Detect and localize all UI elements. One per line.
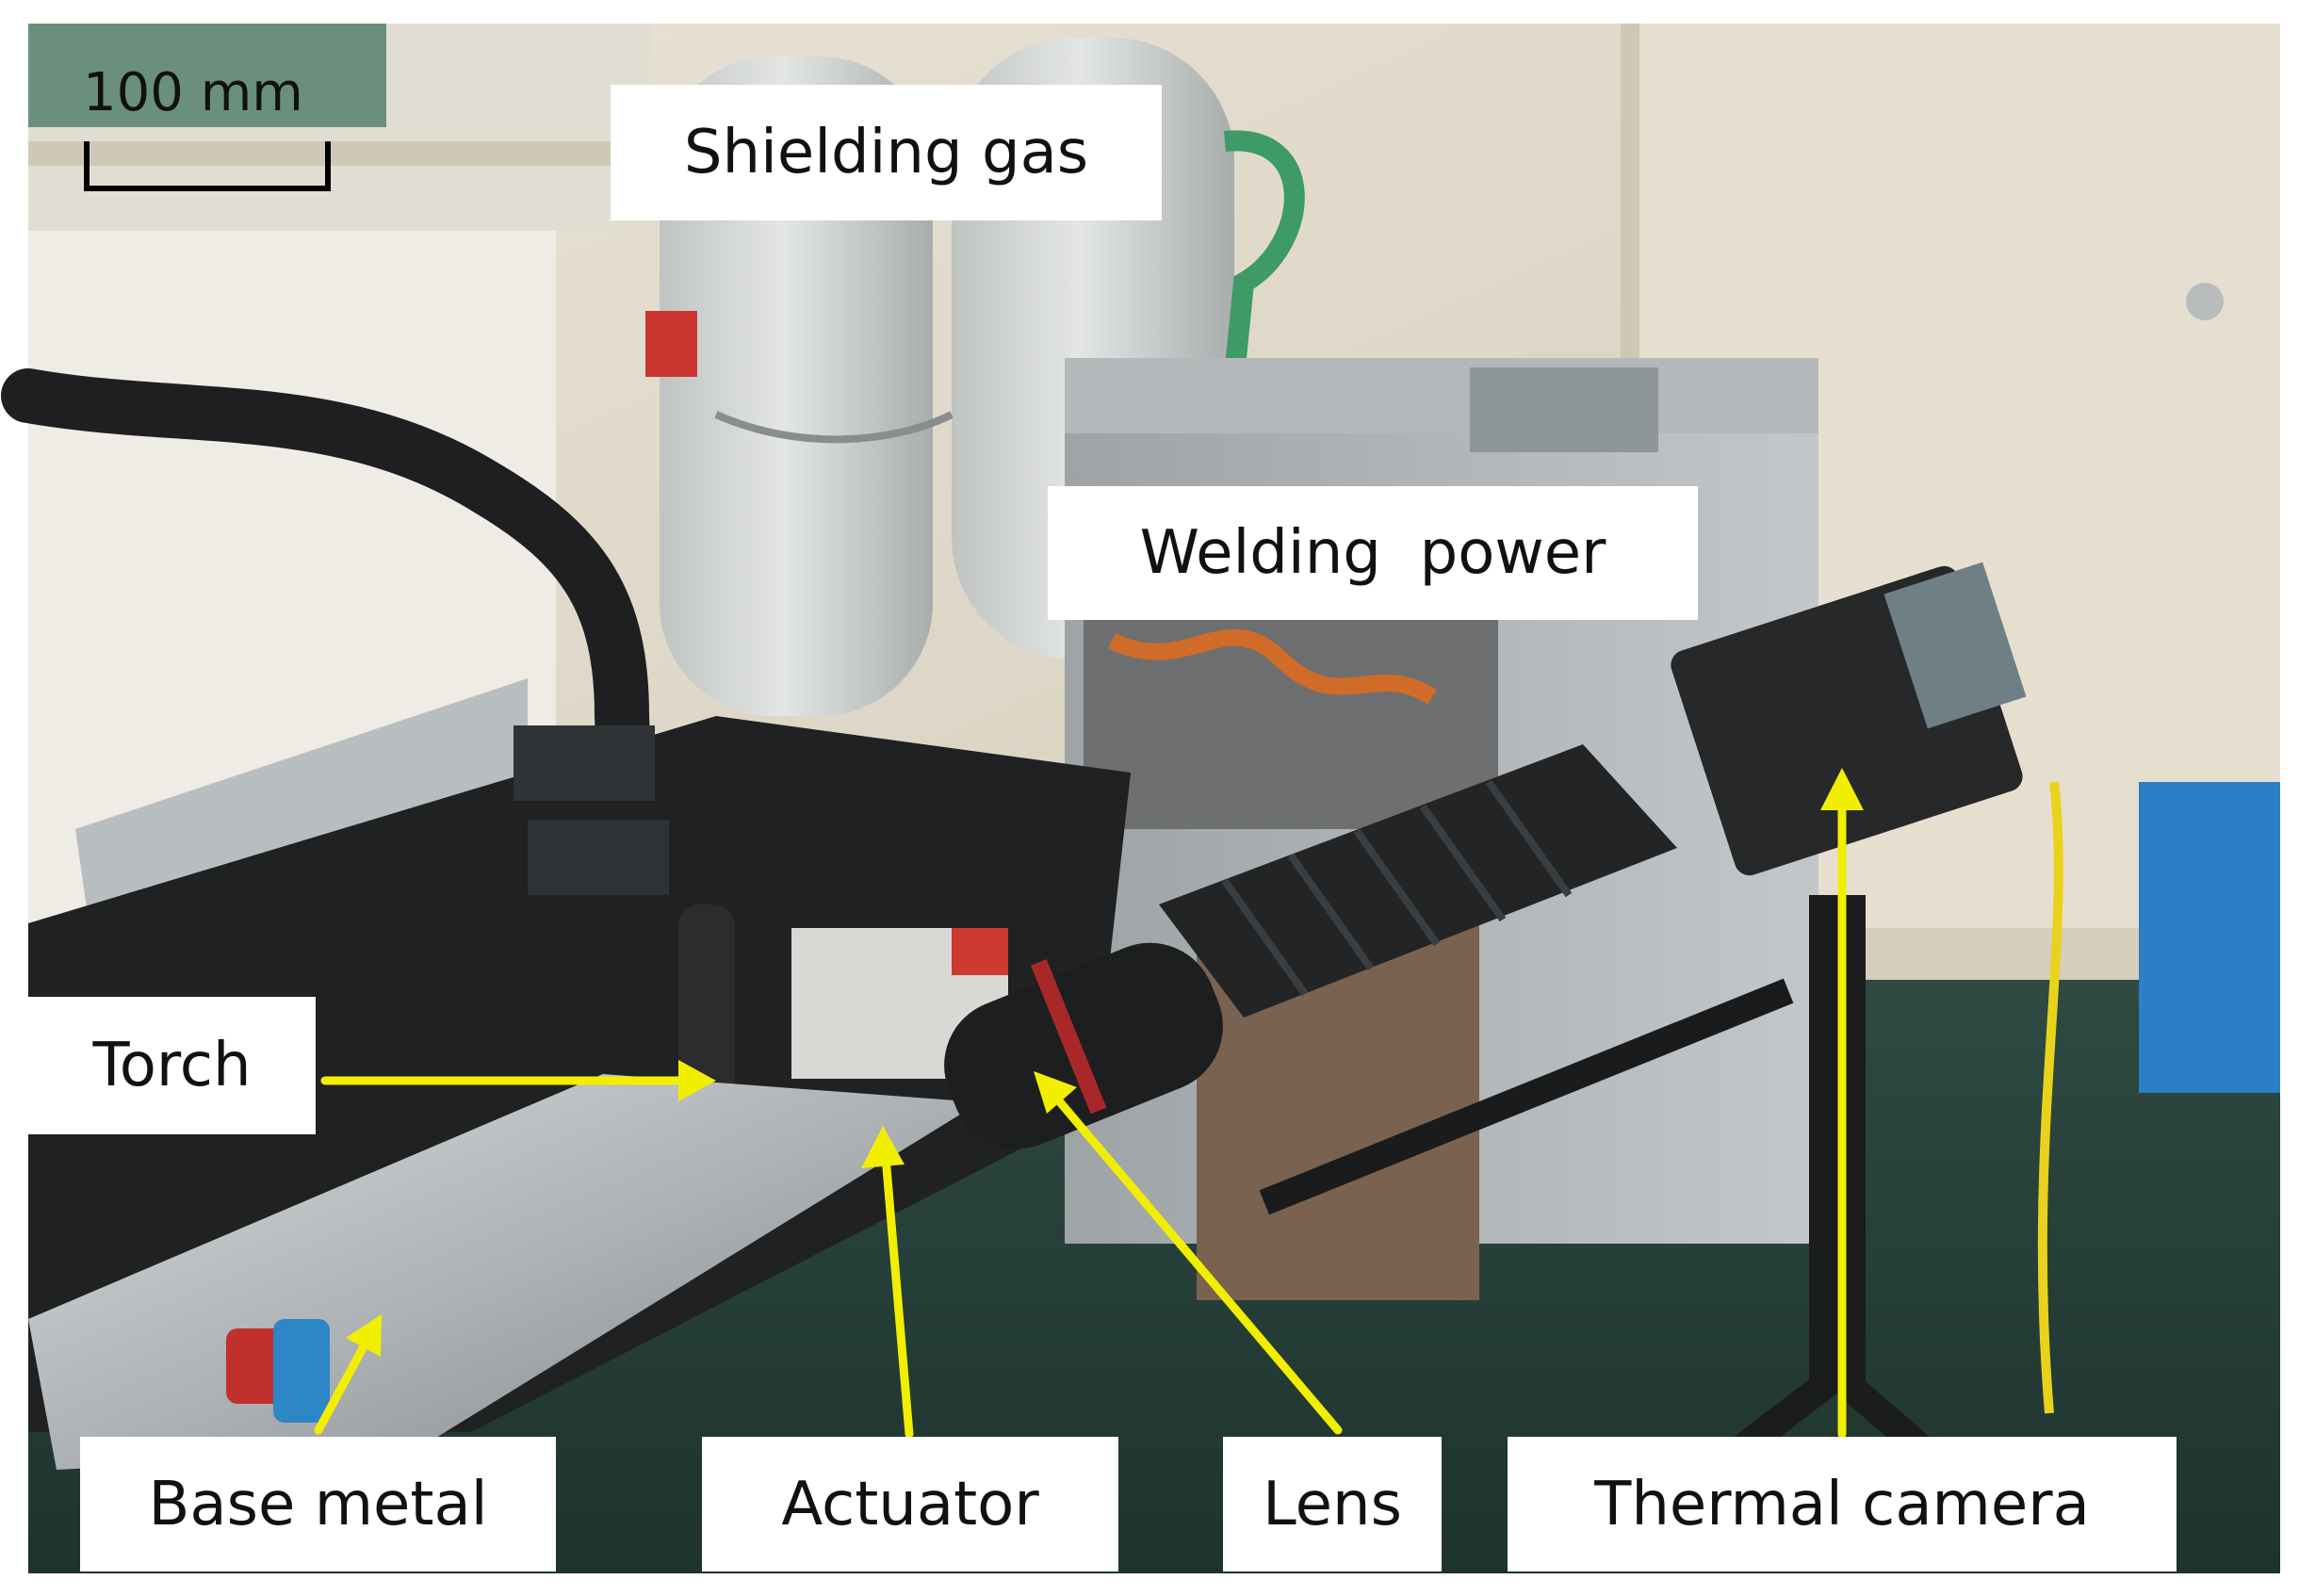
label-actuator: Actuator bbox=[702, 1437, 1118, 1572]
torch-holder-block bbox=[514, 725, 655, 801]
shelf-board bbox=[28, 141, 650, 166]
label-thermal-camera: Thermal camera bbox=[1508, 1437, 2177, 1572]
gas-cylinder-left bbox=[660, 57, 933, 716]
scale-bar bbox=[84, 141, 331, 191]
bellows-ribs bbox=[1221, 779, 1573, 997]
arrow-base-metal bbox=[314, 1331, 374, 1435]
door-handle bbox=[2186, 283, 2224, 320]
tripod-column bbox=[1809, 895, 1866, 1385]
camera-lens bbox=[944, 942, 1223, 1149]
label-torch: Torch bbox=[28, 997, 316, 1134]
arrowhead-actuator bbox=[861, 1126, 905, 1168]
gas-hose bbox=[1223, 130, 1305, 379]
yellow-cable bbox=[2037, 781, 2063, 1414]
arrow-lens bbox=[1046, 1086, 1343, 1435]
welding-power-top bbox=[1065, 358, 1818, 433]
lens-red-ring bbox=[1030, 959, 1107, 1115]
torch-hose bbox=[1, 368, 659, 979]
arrowhead-thermal-camera bbox=[1820, 768, 1864, 810]
arrowhead-lens bbox=[1034, 1071, 1077, 1114]
scale-bar-label: 100 mm bbox=[83, 62, 303, 123]
torch-holder-block-2 bbox=[528, 820, 669, 895]
thermal-camera-window bbox=[1883, 562, 2027, 729]
label-base-metal: Base metal bbox=[80, 1437, 556, 1572]
label-lens: Lens bbox=[1223, 1437, 1442, 1572]
label-shielding-gas: Shielding gas bbox=[611, 85, 1162, 220]
actuator-cap bbox=[952, 928, 1008, 975]
arrowhead-base-metal bbox=[346, 1314, 382, 1357]
control-box bbox=[1470, 367, 1658, 452]
blue-crate bbox=[2139, 782, 2280, 1093]
shelf-items bbox=[28, 24, 386, 127]
arrowheads bbox=[346, 768, 1864, 1357]
label-welding-power: Welding power bbox=[1048, 486, 1698, 620]
arrow-actuator bbox=[881, 1152, 914, 1439]
cylinder-chain bbox=[714, 411, 954, 444]
clamp-blue bbox=[273, 1319, 330, 1423]
arrowhead-torch bbox=[678, 1060, 716, 1101]
orange-cables bbox=[1107, 628, 1437, 705]
annotation-arrows bbox=[314, 791, 1847, 1439]
cylinder-tag bbox=[645, 311, 697, 377]
camera-mount-arm bbox=[1259, 978, 1794, 1215]
camera-bellows bbox=[1159, 744, 1677, 1018]
